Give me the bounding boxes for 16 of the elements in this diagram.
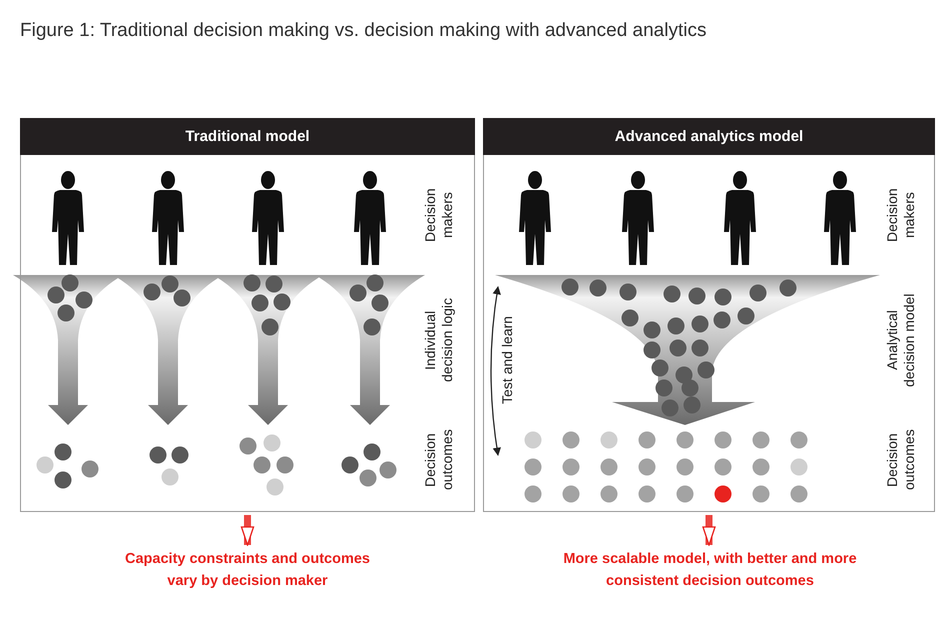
row-label: Decision outcomes <box>422 428 456 492</box>
model-panel <box>483 118 935 512</box>
row-label: Decision outcomes <box>884 428 918 492</box>
outcome-caption: Capacity constraints and outcomes vary by decision maker <box>110 548 385 592</box>
panel-heading: Advanced analytics model <box>483 118 935 155</box>
figure-title: Figure 1: Traditional decision making vs. decision making with advanced analytics <box>20 20 706 42</box>
row-label: Decision makers <box>884 187 918 244</box>
outcome-caption: More scalable model, with better and more consistent decision outcomes <box>545 548 875 592</box>
row-label: Analytical decision model <box>884 292 918 389</box>
model-panel <box>20 118 475 512</box>
arrow <box>702 515 716 546</box>
row-label: Test and learn <box>499 315 516 406</box>
arrow <box>240 515 254 546</box>
row-label: Individual decision logic <box>422 296 456 384</box>
panel-heading: Traditional model <box>20 118 475 155</box>
row-label: Decision makers <box>422 187 456 244</box>
